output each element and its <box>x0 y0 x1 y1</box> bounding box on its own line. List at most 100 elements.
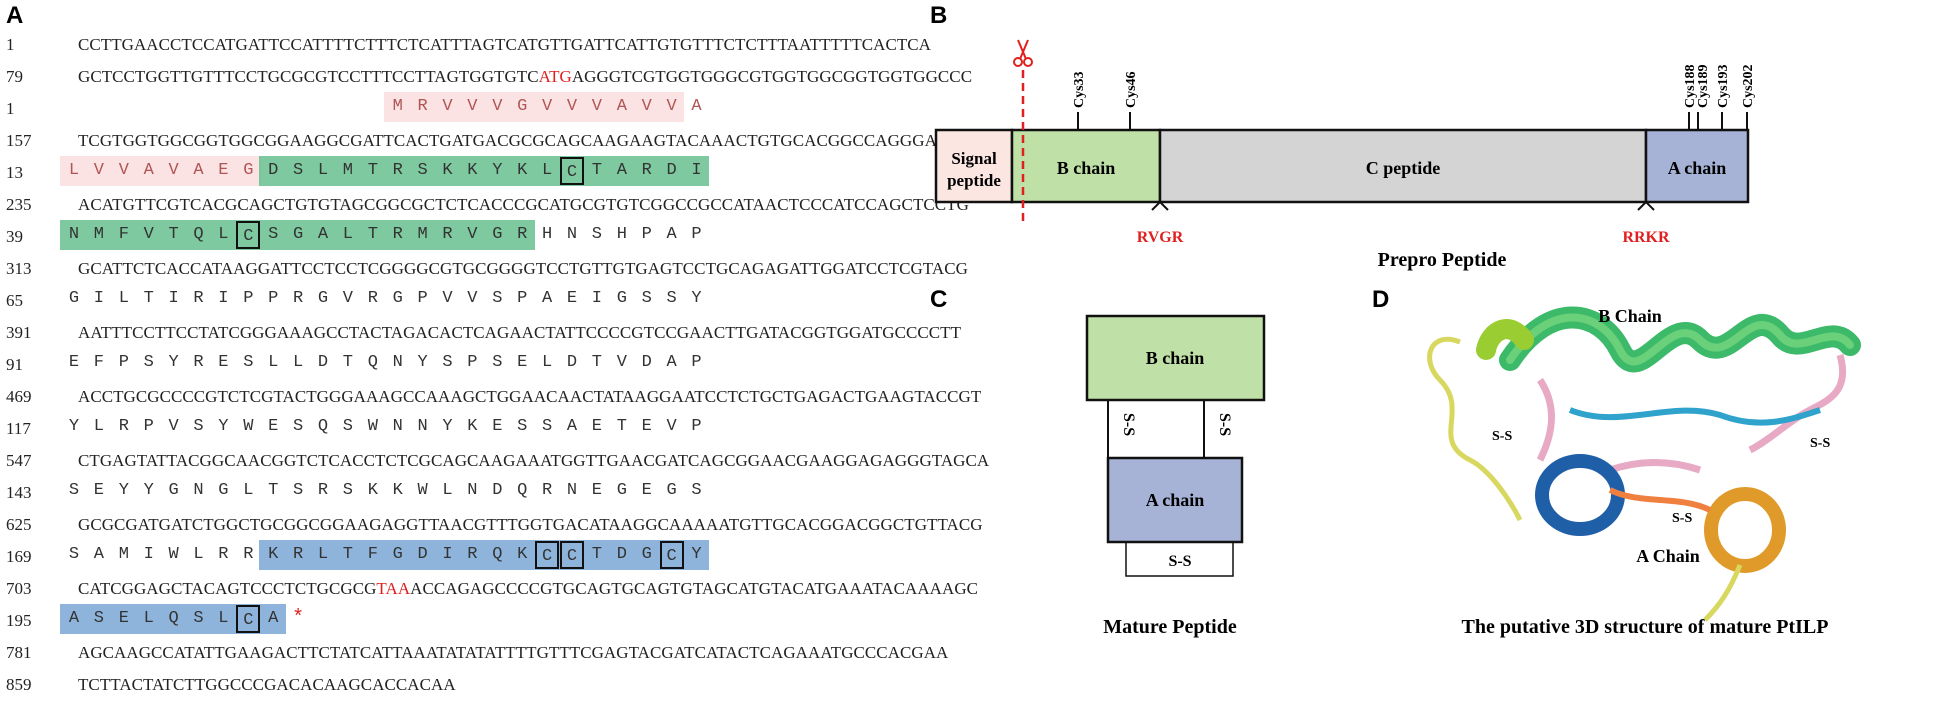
amino-acid: T <box>367 161 378 180</box>
amino-acid: A <box>193 161 204 180</box>
amino-acid: I <box>691 161 702 180</box>
amino-acid: C <box>236 605 261 633</box>
cys-label: Cys33 <box>1072 71 1087 108</box>
amino-acid: E <box>218 161 229 180</box>
amino-acid: I <box>143 545 154 564</box>
amino-acid: L <box>317 545 329 564</box>
amino-acid: Y <box>218 417 229 436</box>
amino-acid: Q <box>193 225 204 244</box>
position-number: 169 <box>6 547 32 566</box>
amino-acid: S <box>666 289 677 308</box>
nucleotide-segment: CATCGGAGCTACAGTCCCTCTGCGCG <box>78 579 377 598</box>
amino-acid: D <box>616 545 627 564</box>
amino-acid: S <box>292 417 304 436</box>
structure-caption: The putative 3D structure of mature PtIL… <box>1462 616 1829 638</box>
amino-acid: G <box>243 161 254 180</box>
amino-acid: T <box>168 225 179 244</box>
amino-acid: D <box>666 161 677 180</box>
amino-acid: S <box>492 353 503 372</box>
position-number: 13 <box>6 163 23 182</box>
amino-acid: M <box>93 225 104 244</box>
amino-acid: S <box>68 481 80 500</box>
amino-acid: C <box>236 221 261 249</box>
amino-acid: E <box>517 353 528 372</box>
amino-acid: W <box>243 417 254 436</box>
region-highlight <box>60 156 262 186</box>
structure-panel: B Chain S-S S-S S-S A Chain The putative… <box>1400 290 1920 650</box>
amino-acid: M <box>417 225 428 244</box>
codon-highlight: TAA <box>376 579 411 598</box>
nucleotide-sequence: CATCGGAGCTACAGTCCCTCTGCGCGTAAACCAGAGCCCC… <box>78 579 978 599</box>
amino-acid: R <box>292 545 304 564</box>
amino-acid: L <box>243 481 254 500</box>
amino-acid: L <box>193 545 204 564</box>
amino-acid: S <box>193 417 204 436</box>
b-chain-helix <box>1476 306 1861 373</box>
amino-acid: D <box>317 353 329 372</box>
amino-acid: W <box>417 481 428 500</box>
amino-acid: V <box>168 417 179 436</box>
amino-acid: E <box>118 609 129 628</box>
amino-acid: A <box>268 609 279 628</box>
amino-acid: L <box>292 353 304 372</box>
amino-acid: Q <box>367 353 378 372</box>
position-number: 625 <box>6 515 32 534</box>
amino-acid: N <box>417 417 428 436</box>
amino-acid: V <box>342 289 353 308</box>
amino-acid: A <box>616 97 627 116</box>
amino-acid: Q <box>492 545 503 564</box>
amino-acid: S <box>641 289 652 308</box>
amino-acid: K <box>367 481 378 500</box>
amino-acid: I <box>218 289 229 308</box>
coil <box>1703 564 1743 622</box>
amino-acid: R <box>367 289 378 308</box>
amino-acid: K <box>517 161 528 180</box>
scissors-icon <box>1013 39 1033 67</box>
amino-acid: Q <box>517 481 528 500</box>
amino-acid: L <box>268 353 279 372</box>
position-number: 1 <box>6 99 15 118</box>
ss-label-left: S-S <box>1120 413 1137 436</box>
amino-acid: S <box>143 353 154 372</box>
amino-acid: L <box>342 225 353 244</box>
c-peptide-segment <box>1158 128 1648 204</box>
amino-acid: N <box>68 225 80 244</box>
ss-label-bottom: S-S <box>1168 553 1191 570</box>
a-chain-3d-label: A Chain <box>1636 546 1700 566</box>
panel-c-label: C <box>930 286 948 313</box>
amino-acid: G <box>517 97 528 116</box>
amino-acid: Q <box>317 417 329 436</box>
amino-acid: L <box>541 353 553 372</box>
amino-acid: G <box>392 545 403 564</box>
amino-acid: S <box>442 353 453 372</box>
amino-acid: D <box>641 353 652 372</box>
nucleotide-sequence: ACCTGCGCCCCGTCTCGTACTGGGAAAGCCAAAGCTGGAA… <box>78 387 982 406</box>
position-number: 117 <box>6 419 31 438</box>
amino-acid: S <box>492 289 503 308</box>
a-chain-helix <box>1535 454 1625 536</box>
codon-highlight: ATG <box>538 67 572 86</box>
mature-a-chain-label: A chain <box>1146 490 1205 510</box>
amino-acid: N <box>566 225 578 244</box>
amino-acid: I <box>591 289 602 308</box>
nucleotide-sequence: CTGAGTATTACGGCAACGGTCTCACCTCTCGCAGCAAGAA… <box>78 451 990 470</box>
amino-acid: S <box>193 609 204 628</box>
amino-acid: S <box>342 417 353 436</box>
signal-label: Signal <box>951 149 997 168</box>
ss-3d-label: S-S <box>1672 511 1692 526</box>
amino-acid: L <box>143 609 154 628</box>
region-highlight <box>259 156 710 186</box>
amino-acid: E <box>492 417 503 436</box>
panel-a-label: A <box>6 2 24 29</box>
site-rrkr: RRKR <box>1622 229 1670 246</box>
amino-acid: V <box>442 97 453 116</box>
